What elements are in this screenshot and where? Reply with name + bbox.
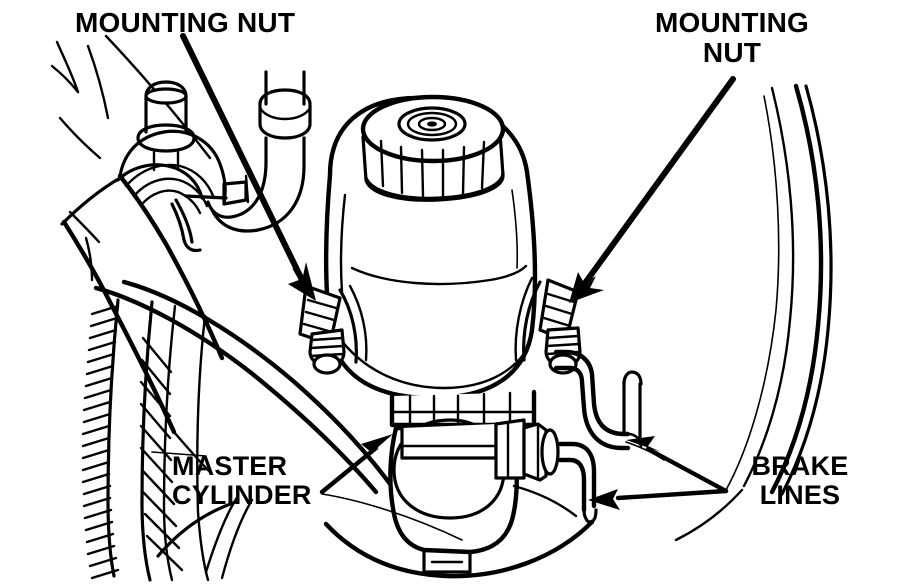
u-pipe <box>206 70 312 233</box>
label-master-cylinder-line2: CYLINDER <box>172 479 312 510</box>
coolant-hose <box>60 173 225 474</box>
fender-arc <box>674 83 833 542</box>
label-brake-lines-line2: LINES <box>759 479 841 510</box>
mounting-nut-left <box>298 284 368 375</box>
reservoir-cap <box>360 94 506 202</box>
callout-leaders <box>180 33 780 541</box>
leader-master-cylinder <box>319 434 393 495</box>
label-mounting-nut-left: MOUNTING NUT <box>75 7 296 38</box>
master-cylinder-body <box>323 389 595 579</box>
label-mounting-nut-right-line1: MOUNTING <box>654 7 810 38</box>
brake-line-lower <box>557 441 598 524</box>
hose-fitting <box>116 80 248 253</box>
leader-mounting-nut-left <box>180 33 316 301</box>
hood-insulation <box>81 298 210 582</box>
mounting-nut-right <box>514 276 582 375</box>
label-mounting-nut-right-line2: NUT <box>702 36 762 68</box>
leader-mounting-nut-right <box>569 76 736 303</box>
leader-brake-line-upper <box>626 436 729 494</box>
leader-brake-line-lower <box>588 488 729 510</box>
label-master-cylinder-line1: MASTER <box>172 451 288 481</box>
label-brake-lines-line1: BRAKE <box>751 451 849 481</box>
